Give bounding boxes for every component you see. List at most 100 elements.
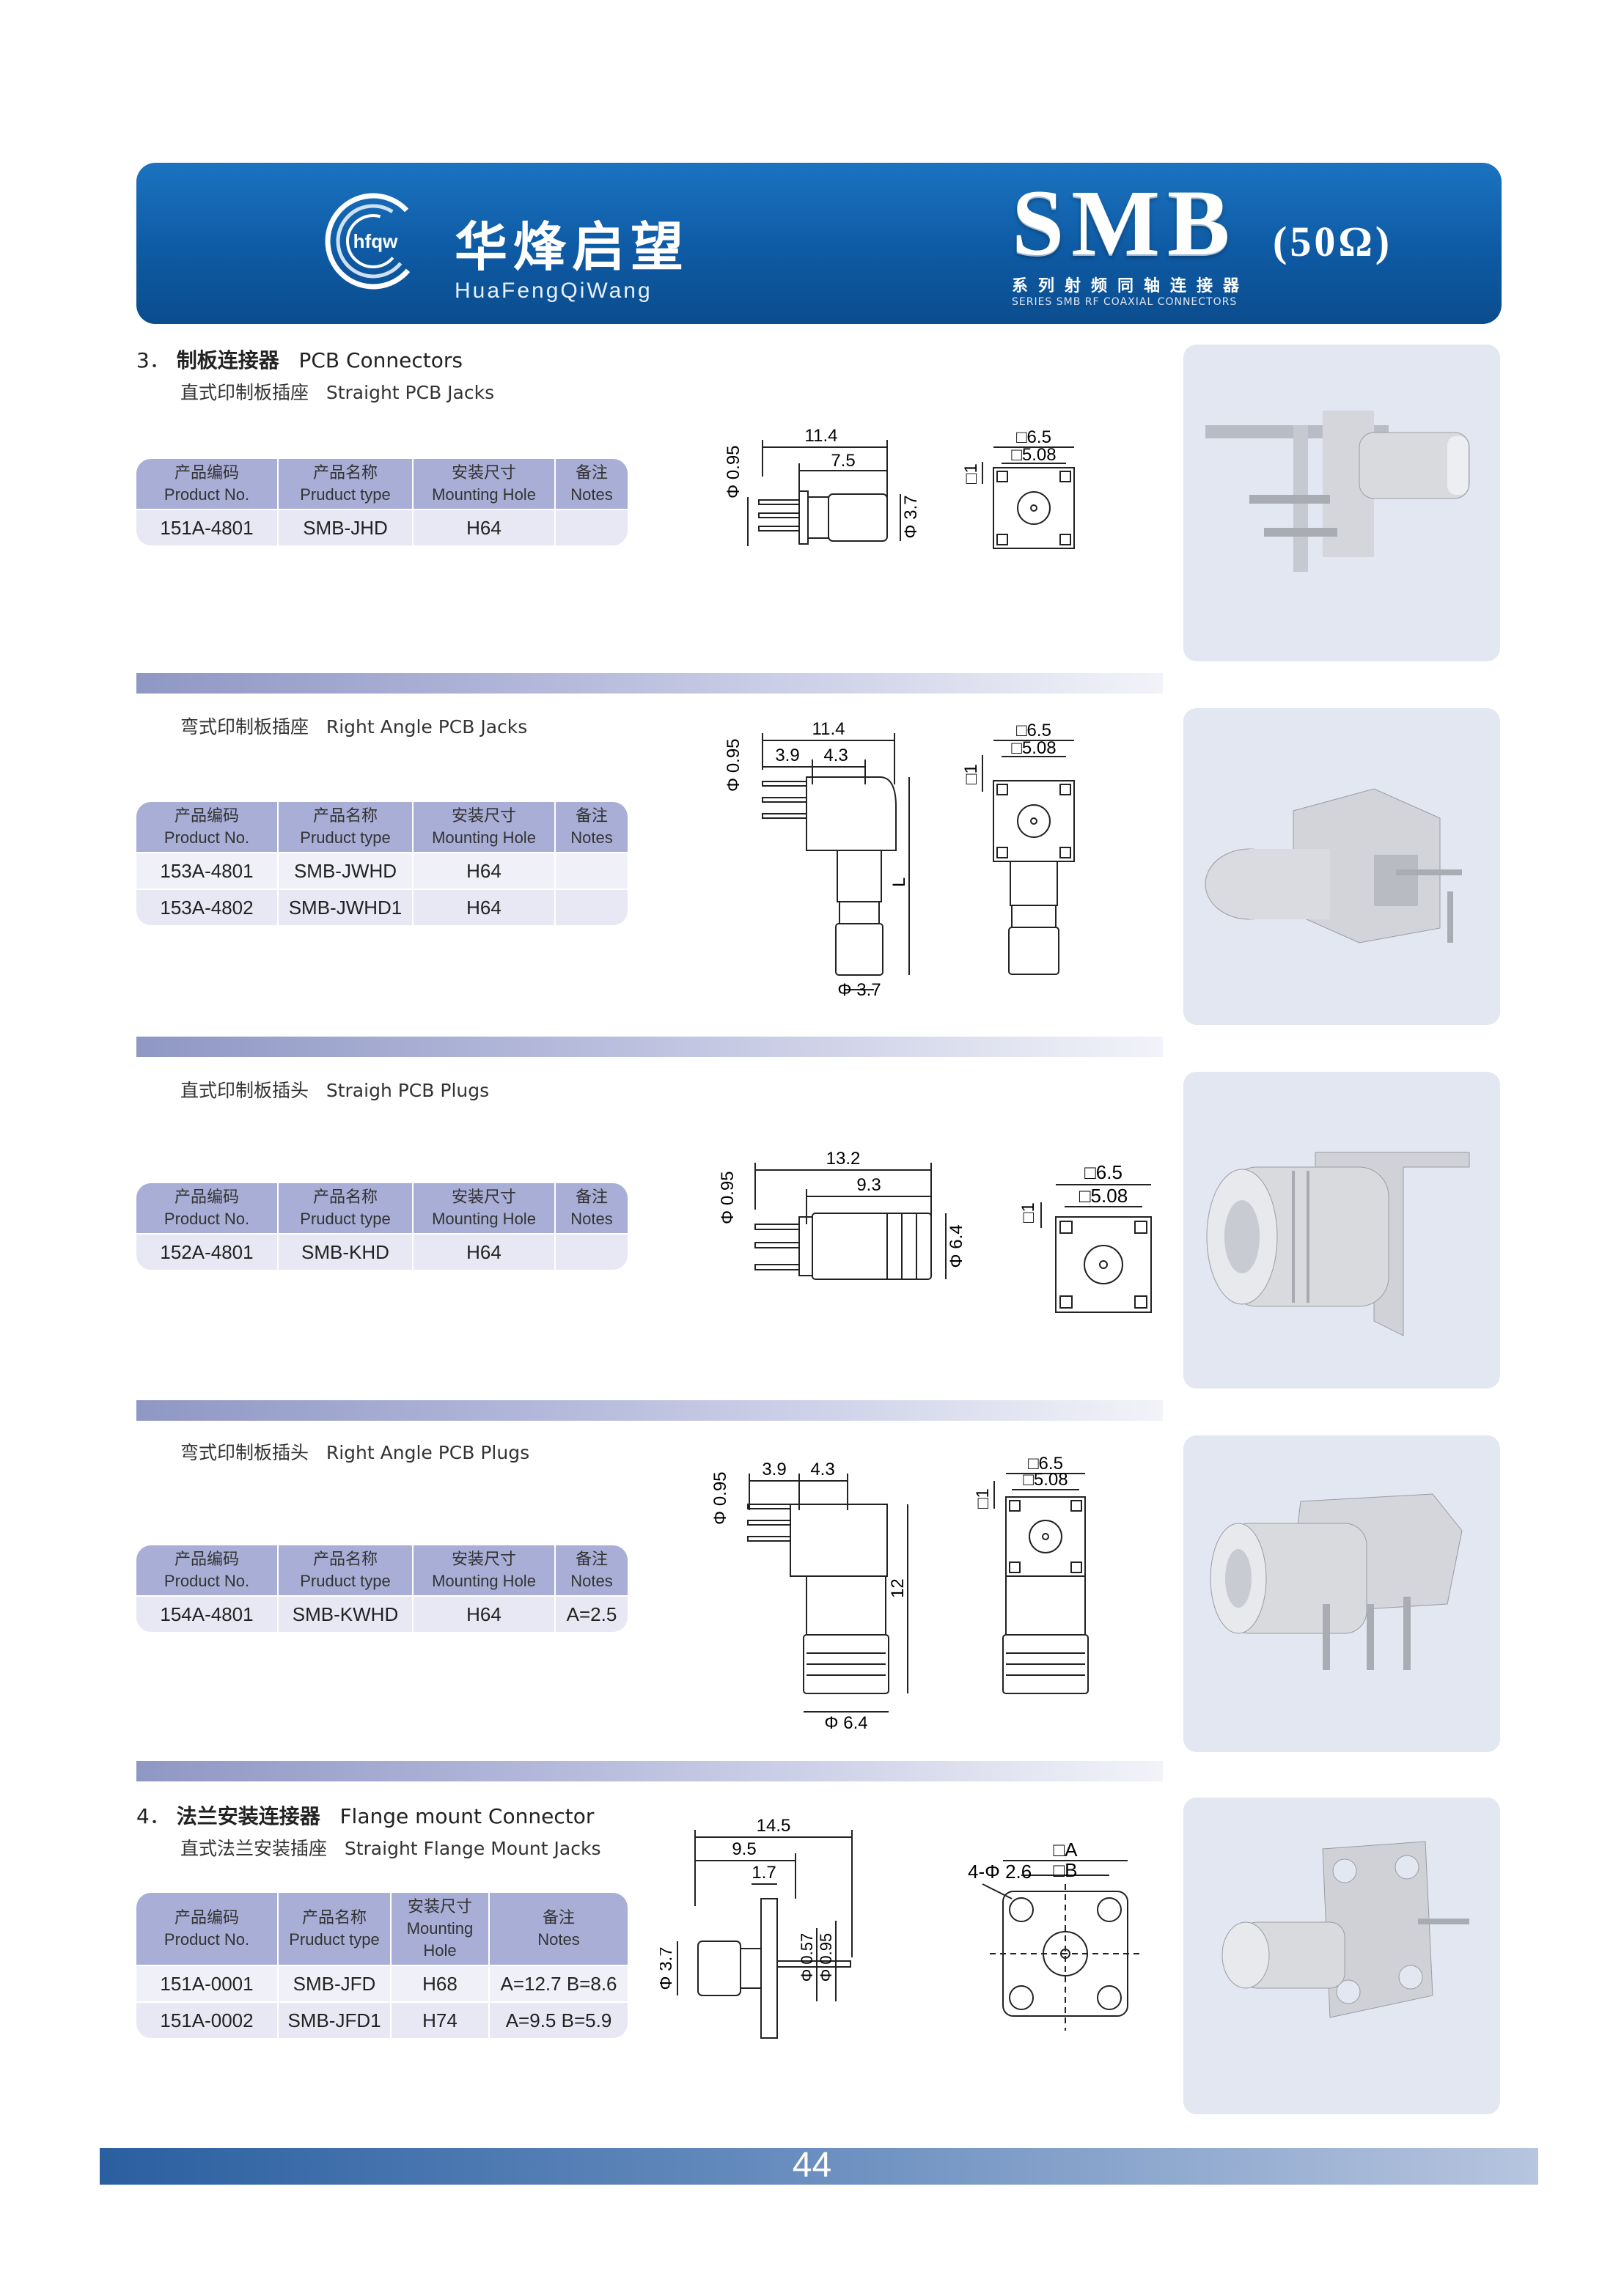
dim-label: □5.08 [1023,1470,1068,1490]
cell-product-no: 151A-4801 [136,509,279,545]
section-title-en: Flange mount Connector [339,1804,595,1828]
cell-product-type: SMB-JHD [279,509,414,545]
dim-label: Φ 0.95 [724,445,743,499]
cell-product-type: SMB-JWHD [279,852,414,889]
subsection-title: 弯式印制板插头 Right Angle PCB Plugs [180,1438,529,1465]
dim-label: □5.08 [1011,445,1056,465]
dim-label: Φ 3.7 [901,495,921,538]
product-photo [1183,1435,1500,1752]
dim-label: Φ 6.4 [947,1224,966,1268]
dim-label: 12 [888,1578,908,1598]
cell-product-type: SMB-JFD [279,1965,392,2001]
subsection-title-cn: 直式印制板插座 [180,382,309,403]
dim-label: 3.9 [762,1460,786,1479]
dim-label: □6.5 [1016,721,1051,740]
technical-drawing: 11.4 7.5 Φ 0.95 Φ 3.7 □6.5 □5.08 □1 [724,426,1075,549]
company-logo-icon: hfqw [325,193,422,290]
dim-label: 4.3 [810,1460,834,1479]
dim-label: □1 [973,1488,993,1509]
dim-label: □1 [1018,1202,1038,1223]
table-row: 152A-4801 SMB-KHD H64 [136,1233,628,1270]
page-number: 44 [792,2146,832,2185]
table-row: 153A-4802 SMB-JWHD1 H64 [136,889,628,925]
dim-label: 13.2 [826,1149,861,1169]
subsection-title: 直式印制板插头 Straigh PCB Plugs [180,1076,489,1103]
logo-text: hfqw [353,230,398,252]
section-divider [136,1761,1163,1781]
cell-notes [556,1233,628,1270]
cell-mounting-hole: H64 [414,509,556,545]
impedance-label: (50Ω) [1273,218,1393,265]
subsection-title-cn: 弯式印制板插头 [180,1442,309,1463]
cell-notes [556,852,628,889]
dim-label: Φ 0.95 [718,1171,738,1224]
cell-notes: A=9.5 B=5.9 [490,2001,628,2038]
dim-label: □1 [961,463,981,484]
dim-label: □6.5 [1084,1161,1123,1183]
section-title-cn: 制板连接器 [176,348,279,372]
dim-label: 4-Φ 2.6 [968,1861,1032,1883]
cell-notes: A=12.7 B=8.6 [490,1965,628,2001]
brand-name-cn: 华烽启望 [455,216,690,278]
section-divider [136,1400,1163,1421]
cell-notes: A=2.5 [556,1595,628,1632]
dim-label: 9.3 [856,1175,881,1195]
dim-label: □6.5 [1028,1454,1063,1474]
cell-notes [556,509,628,545]
footer-bar [100,2148,1538,2185]
subsection-title-cn: 弯式印制板插座 [180,716,309,737]
cell-product-no: 153A-4802 [136,889,279,925]
subsection-title-en: Right Angle PCB Jacks [326,716,528,737]
dim-label: □6.5 [1016,427,1051,447]
dim-label: L [889,878,909,887]
subsection-title-cn: 直式印制板插头 [180,1080,309,1101]
dim-label: Φ 0.95 [817,1933,835,1982]
section-title-cn: 法兰安装连接器 [176,1804,320,1828]
subsection-title: 直式印制板插座 Straight PCB Jacks [180,378,494,405]
cell-product-type: SMB-JFD1 [279,2001,392,2038]
subsection-title-en: Right Angle PCB Plugs [326,1442,530,1463]
subsection-title-en: Straight Flange Mount Jacks [344,1838,601,1859]
table-row: 153A-4801 SMB-JWHD H64 [136,852,628,889]
dim-label: 11.4 [805,426,838,446]
cell-product-type: SMB-JWHD1 [279,889,414,925]
header-banner [136,163,1502,324]
brand-name-en: HuaFengQiWang [455,279,653,303]
dim-label: Φ 3.7 [660,1946,676,1990]
dim-label: □B [1053,1859,1077,1881]
technical-drawing: 13.2 9.3 Φ 0.95 Φ 6.4 □6.5 □5.08 □1 [718,1149,1152,1313]
series-subtitle-cn: 系列射频同轴连接器 [1012,277,1250,295]
section-number: 4． [136,1804,170,1828]
cell-product-no: 153A-4801 [136,852,279,889]
subsection-title-en: Straight PCB Jacks [326,382,495,403]
dim-label: □5.08 [1079,1185,1128,1207]
cell-product-type: SMB-KHD [279,1233,414,1270]
dim-label: Φ 0.95 [710,1471,730,1525]
dim-label: 14.5 [757,1816,791,1836]
section-heading: 4． 法兰安装连接器 Flange mount Connector [136,1800,594,1830]
product-photo [1183,708,1500,1025]
cell-mounting-hole: H64 [414,889,556,925]
technical-drawing: 3.9 4.3 Φ 0.95 12 Φ 6.4 □6.5 □5.08 □1 [710,1454,1089,1733]
dim-label: □1 [961,764,981,784]
cell-mounting-hole: H64 [414,1595,556,1632]
section-divider [136,673,1163,694]
subsection-title: 直式法兰安装插座 Straight Flange Mount Jacks [180,1834,600,1861]
